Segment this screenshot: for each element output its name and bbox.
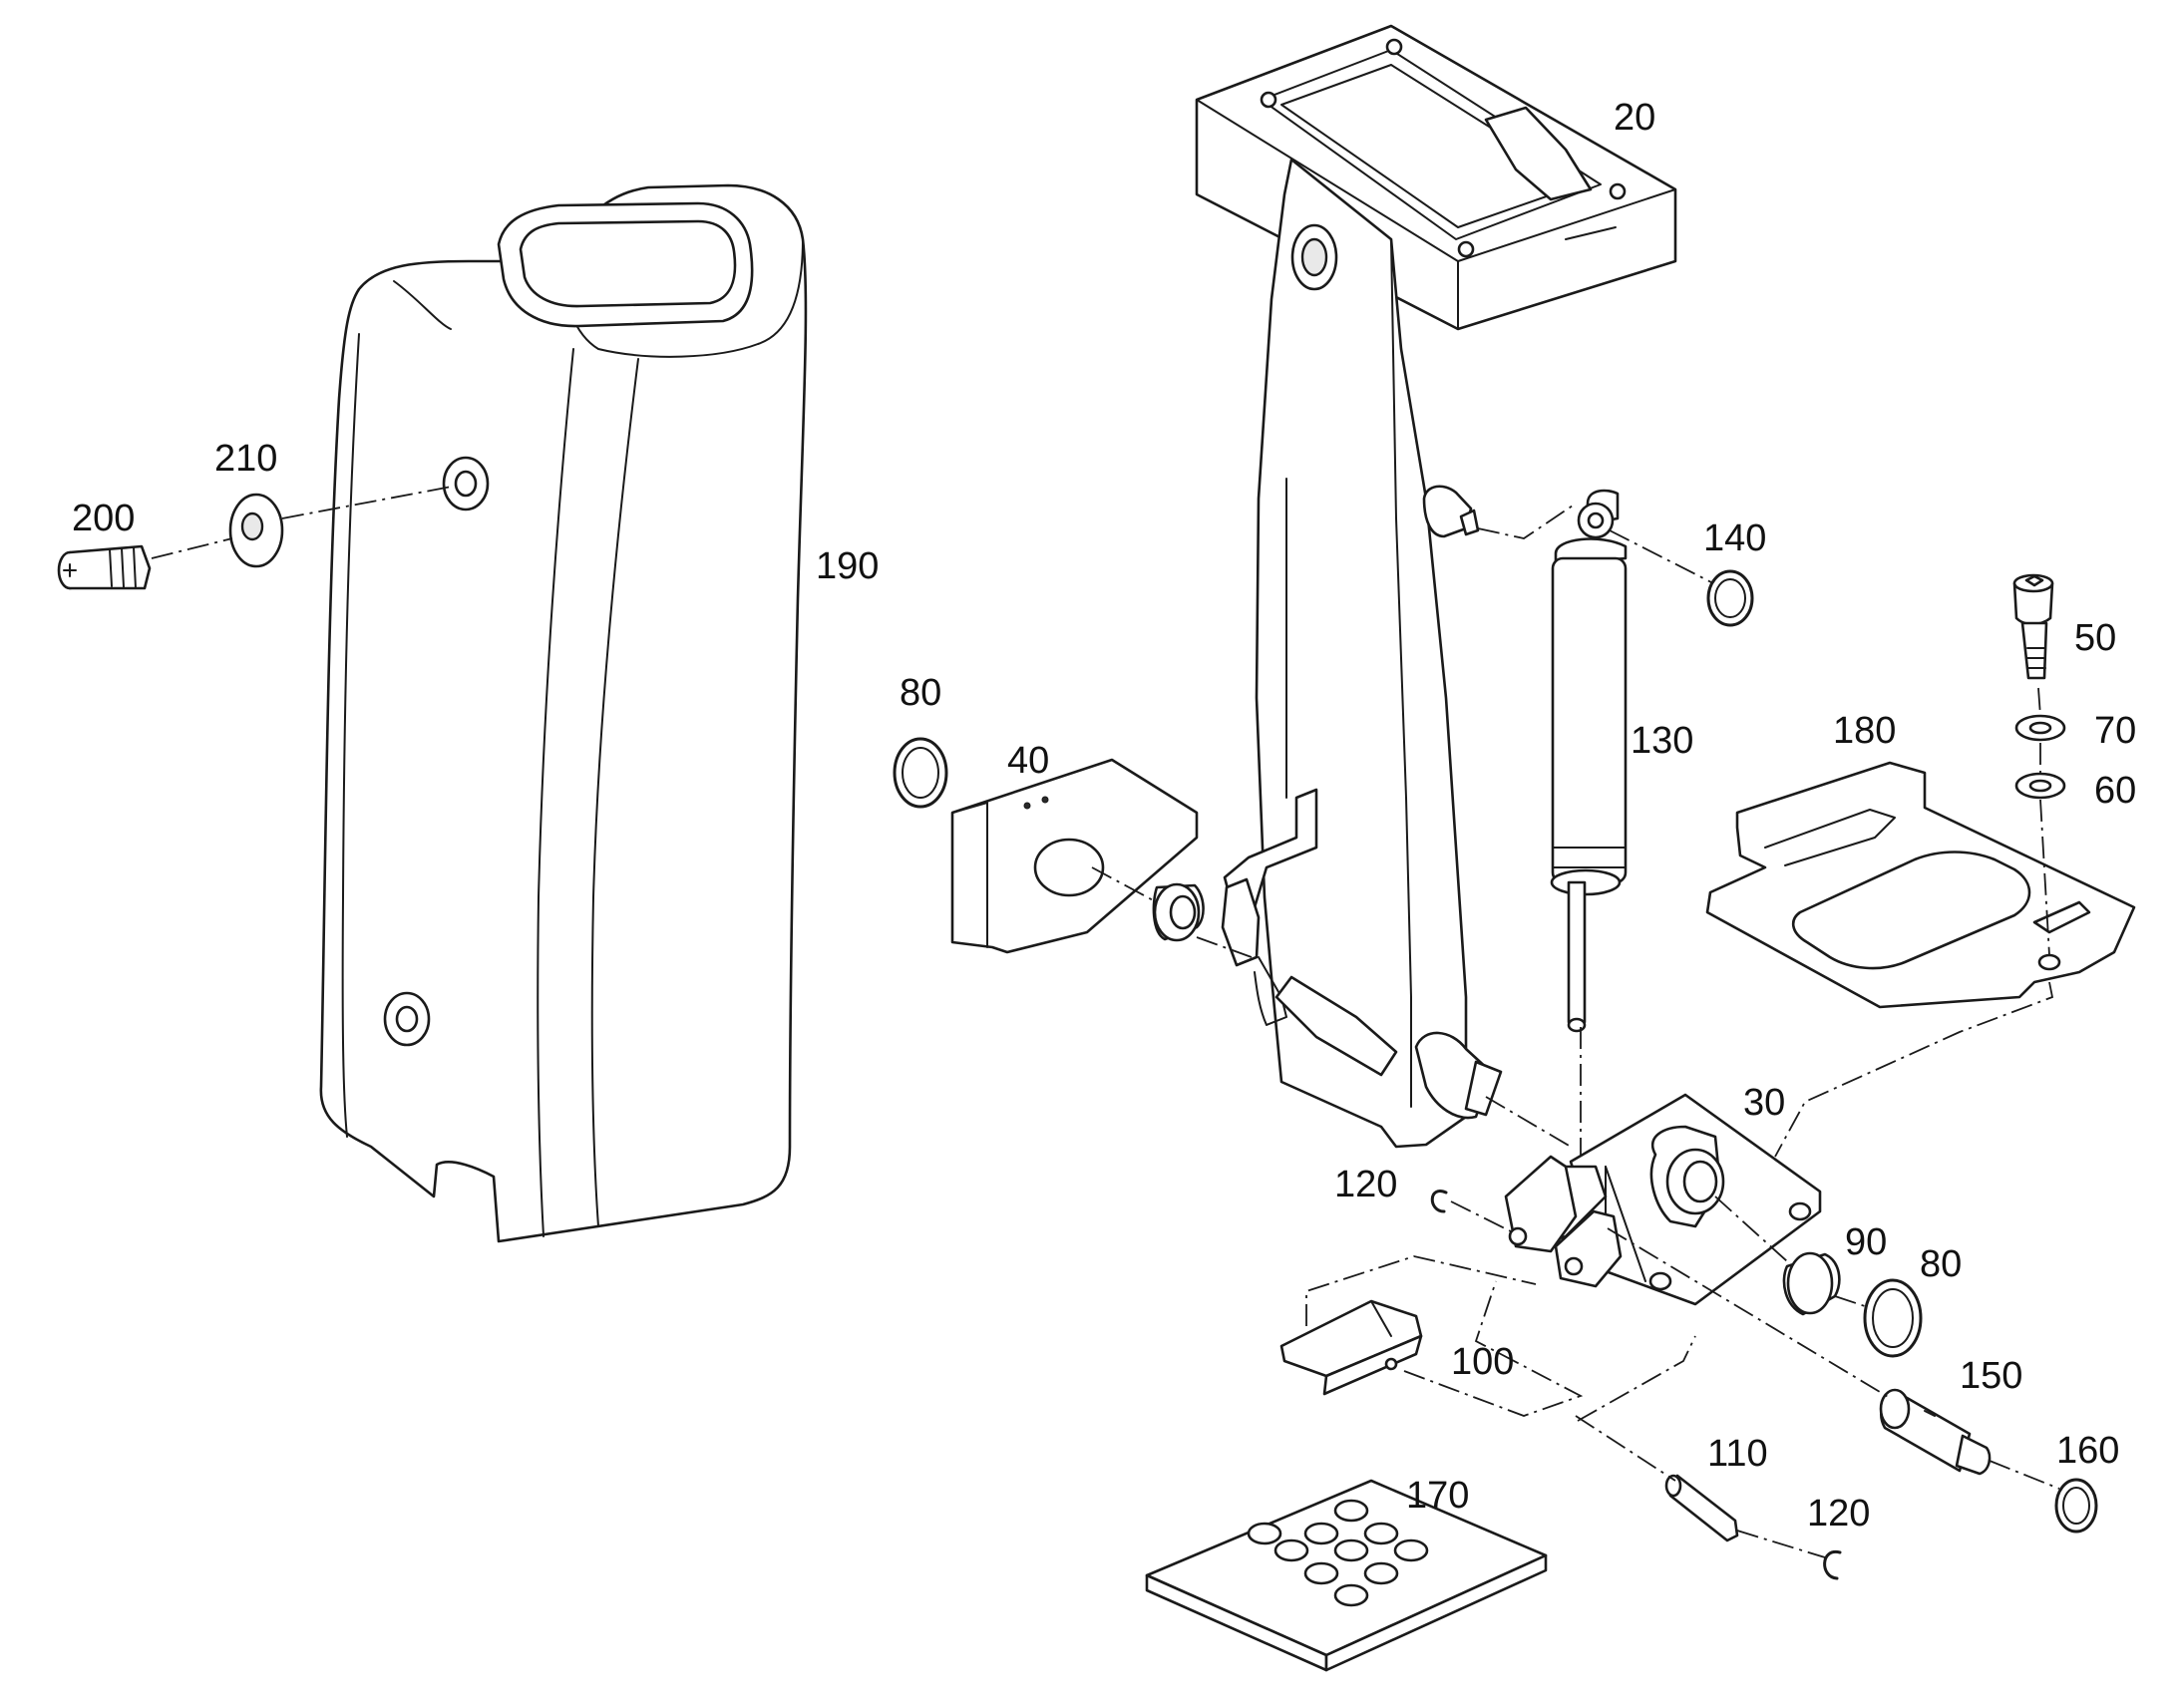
guide-100-link-b: [1403, 1280, 1584, 1417]
label-60: 60: [2094, 770, 2136, 812]
label-70: 70: [2094, 710, 2136, 752]
part-150-pin: [1879, 1388, 1992, 1476]
guide-90-80: [1834, 1295, 1866, 1307]
part-40-bracket: [950, 758, 1199, 954]
label-120-upper: 120: [1334, 1164, 1397, 1205]
part-bushing-upper: [1152, 882, 1205, 942]
guide-210-190: [281, 485, 458, 519]
label-130: 130: [1631, 720, 1693, 762]
label-20: 20: [1614, 97, 1655, 139]
part-200-screw: [57, 544, 152, 590]
part-80-circlip-lower: [1863, 1278, 1923, 1358]
guide-200-210: [151, 537, 233, 559]
part-170-mat: [1145, 1479, 1548, 1672]
label-150: 150: [1960, 1355, 2022, 1397]
part-30-pedal-bracket: [1514, 1093, 1822, 1306]
guide-180-30: [1774, 981, 2054, 1158]
guide-50-70: [2037, 687, 2041, 717]
label-110: 110: [1707, 1433, 1768, 1475]
guide-column-30: [1485, 1096, 1572, 1148]
guide-link-150: [1607, 1227, 1891, 1399]
part-180-floor-plate: [1705, 761, 2136, 1009]
guide-100-link-a: [1305, 1255, 1537, 1326]
part-190-cover: [319, 183, 808, 1243]
part-link-plates: [1504, 1155, 1623, 1288]
part-160-circlip: [2054, 1478, 2098, 1534]
guide-60-180: [2039, 799, 2050, 956]
label-170: 170: [1406, 1475, 1469, 1517]
part-120-eclip-upper: [1430, 1190, 1448, 1213]
part-80-circlip-upper: [893, 737, 948, 809]
part-70-washer: [2014, 714, 2066, 742]
part-60-washer: [2014, 772, 2066, 800]
part-120-eclip-lower: [1823, 1550, 1842, 1580]
guide-130-140: [1609, 529, 1714, 584]
part-210-washer: [228, 493, 284, 568]
guide-30-90: [1714, 1196, 1788, 1262]
part-50-screw: [2012, 573, 2054, 680]
label-140: 140: [1703, 517, 1766, 559]
label-180: 180: [1833, 710, 1896, 752]
part-140-circlip: [1706, 569, 1754, 627]
part-100-pedal-pad: [1279, 1299, 1423, 1396]
label-50: 50: [2074, 617, 2116, 659]
label-210: 210: [214, 438, 277, 480]
part-130-gas-spring: [1550, 489, 1628, 1033]
guide-110-up: [1577, 1335, 1696, 1422]
label-100: 100: [1451, 1341, 1514, 1383]
label-200: 200: [72, 498, 135, 539]
guide-40-bushing: [1091, 866, 1158, 903]
guide-bushing-column: [1196, 936, 1253, 958]
guide-120-link: [1450, 1200, 1512, 1232]
guide-link-110: [1575, 1415, 1676, 1482]
label-190: 190: [816, 545, 879, 587]
label-80-lower: 80: [1920, 1243, 1962, 1285]
label-160: 160: [2056, 1430, 2119, 1472]
guide-column-130: [1477, 503, 1577, 539]
label-30: 30: [1743, 1082, 1785, 1124]
label-80-upper: 80: [900, 672, 941, 714]
label-90: 90: [1845, 1221, 1887, 1263]
label-40: 40: [1007, 740, 1049, 782]
part-90-bushing: [1782, 1251, 1841, 1316]
part-110-pin: [1664, 1474, 1739, 1542]
part-20-column: [1195, 24, 1677, 1149]
label-120-lower: 120: [1807, 1493, 1870, 1535]
guide-110-120: [1736, 1530, 1826, 1558]
guide-150-160: [1989, 1460, 2060, 1490]
